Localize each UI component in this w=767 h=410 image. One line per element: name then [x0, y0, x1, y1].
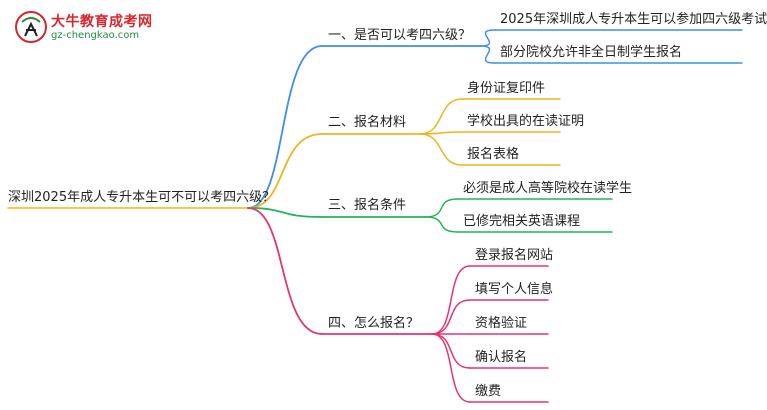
leaf-1-1: 2025年深圳成人专升本生可以参加四六级考试	[500, 12, 767, 27]
leaf-2-1: 身份证复印件	[467, 81, 546, 96]
branch-label-3: 三、报名条件	[328, 198, 407, 213]
branch-3-child-1-connector	[424, 198, 459, 218]
leaf-1-2: 部分院校允许非全日制学生报名	[500, 45, 683, 60]
branch-3-child-2-connector	[424, 216, 459, 233]
branch-4-connector	[247, 207, 323, 335]
branch-4-child-4-connector	[431, 333, 471, 369]
branch-label-4: 四、怎么报名？	[328, 316, 420, 331]
branch-1-child-2-connector	[479, 45, 496, 64]
leaf-2-3: 报名表格	[467, 147, 520, 162]
branch-2-child-3-connector	[419, 133, 463, 166]
branch-2-child-1-connector	[419, 98, 463, 135]
logo-url: gz-chengkao.com	[51, 30, 140, 41]
leaf-4-5: 缴费	[475, 384, 502, 399]
branch-4-child-2-connector	[431, 299, 471, 335]
branch-label-1: 一、是否可以考四六级？	[328, 28, 472, 43]
branch-2-connector	[247, 133, 323, 209]
leaf-4-2: 填写个人信息	[475, 282, 554, 297]
branch-4-child-1-connector	[431, 265, 471, 335]
leaf-3-2: 已修完相关英语课程	[463, 214, 581, 229]
logo-title: 大牛教育成考网	[51, 14, 153, 30]
mindmap-canvas	[7, 29, 743, 403]
leaf-2-2: 学校出具的在读证明	[467, 114, 585, 129]
logo-mark-icon	[15, 11, 47, 43]
root-topic: 深圳2025年成人专升本生可不可以考四六级？	[8, 190, 276, 205]
branch-1-connector	[247, 45, 323, 209]
leaf-4-4: 确认报名	[475, 350, 528, 365]
branch-label-2: 二、报名材料	[328, 115, 407, 130]
branch-4-child-5-connector	[431, 333, 471, 403]
branch-3-connector	[247, 207, 323, 218]
logo: 大牛教育成考网 gz-chengkao.com	[14, 10, 164, 50]
leaf-4-1: 登录报名网站	[475, 248, 554, 263]
branch-1-child-1-connector	[479, 29, 496, 47]
leaf-4-3: 资格验证	[475, 316, 528, 331]
leaf-3-1: 必须是成人高等院校在读学生	[463, 181, 633, 196]
